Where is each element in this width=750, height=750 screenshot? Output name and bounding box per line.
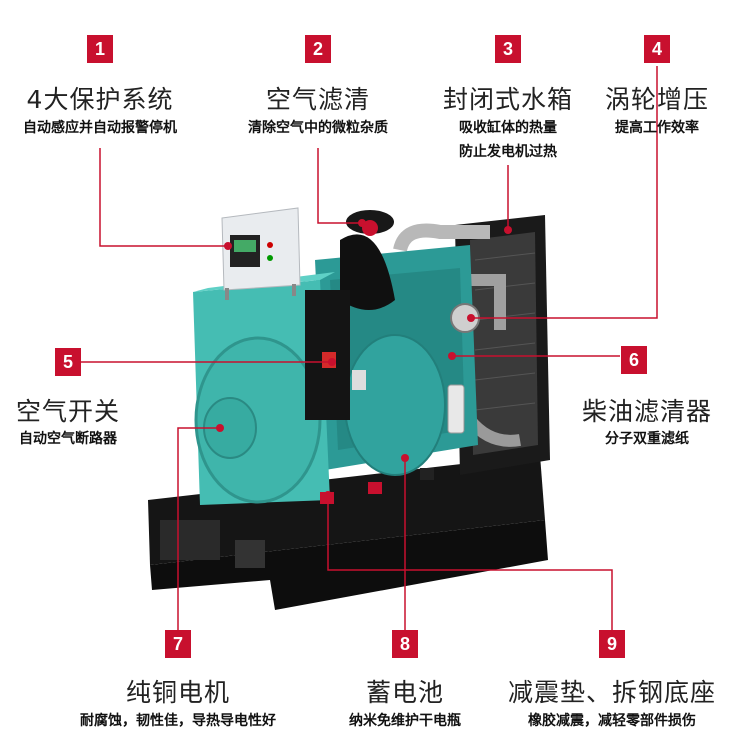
callout-5-sub: 自动空气断路器 [19,431,117,447]
leader-line-4 [473,66,658,319]
callout-8-title: 蓄电池 [365,678,445,707]
coolant-pipe [393,223,490,252]
callout-5-title: 空气开关 [15,397,121,426]
leader-lines [80,66,658,638]
callout-5-badge: 5 [55,348,81,376]
callout-2-sub: 清除空气中的微粒杂质 [248,120,388,136]
callout-1-badge: 1 [87,35,113,63]
callout-3-sub-line-1: 吸收缸体的热量 [459,120,557,136]
callout-7-title: 纯铜电机 [125,678,231,707]
callout-7-badge: 7 [165,630,191,658]
callout-8-badge: 8 [392,630,418,658]
base-frame-top [148,455,545,565]
leader-line-7 [177,427,218,638]
callout-7-sub: 耐腐蚀，韧性佳，导热导电性好 [80,713,276,729]
callout-9-title: 减震垫、拆钢底座 [507,678,717,707]
callout-4-sub: 提高工作效率 [615,120,699,136]
callout-2-badge: 2 [305,35,331,63]
callout-6-sub: 分子双重滤纸 [605,431,689,447]
callout-4-badge: 4 [644,35,670,63]
generator-illustration [148,207,550,610]
callout-3-badge: 3 [495,35,521,63]
callout-9-badge: 9 [599,630,625,658]
callout-2-title: 空气滤清 [265,85,371,114]
leader-line-2 [317,148,360,224]
callout-6-title: 柴油滤清器 [581,397,713,426]
callout-1-sub: 自动感应并自动报警停机 [23,120,177,136]
callout-6-badge: 6 [621,346,647,374]
base-frame-front [150,520,548,610]
callout-1-title: 4大保护系统 [26,85,174,114]
leader-line-1 [99,148,226,247]
callout-4-title: 涡轮增压 [604,85,710,114]
callout-3-title: 封闭式水箱 [442,85,574,114]
fuel-filter [447,384,465,434]
callout-3-sub-line-2: 防止发电机过热 [459,144,557,160]
control-panel [221,207,301,291]
air-filter [340,234,395,310]
callout-8-sub: 纳米免维护干电瓶 [349,713,461,729]
leader-line-9 [327,495,613,630]
leader-dots [216,219,512,499]
callout-9-sub: 橡胶减震，减轻零部件损伤 [528,713,696,729]
